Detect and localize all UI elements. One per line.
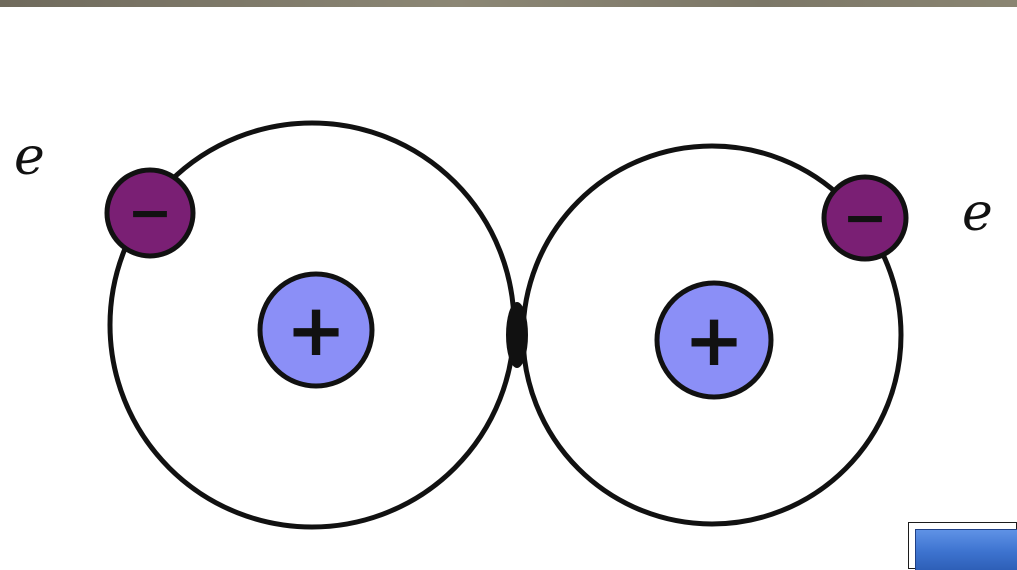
left-electron: − (107, 170, 193, 256)
shared-bond-contact (506, 302, 528, 368)
left-nucleus-sign: + (286, 288, 346, 372)
corner-blue-widget (908, 522, 1017, 569)
left-nucleus: + (260, 274, 372, 386)
right-nucleus: + (657, 283, 771, 397)
right-electron: − (824, 177, 906, 259)
right-nucleus-sign: + (684, 298, 744, 382)
left-electron-sign: − (127, 181, 172, 244)
corner-blue-panel (915, 529, 1017, 570)
right-electron-sign: − (842, 186, 887, 249)
right-electron-symbol: e (962, 183, 993, 243)
left-electron-symbol: e (14, 127, 45, 187)
